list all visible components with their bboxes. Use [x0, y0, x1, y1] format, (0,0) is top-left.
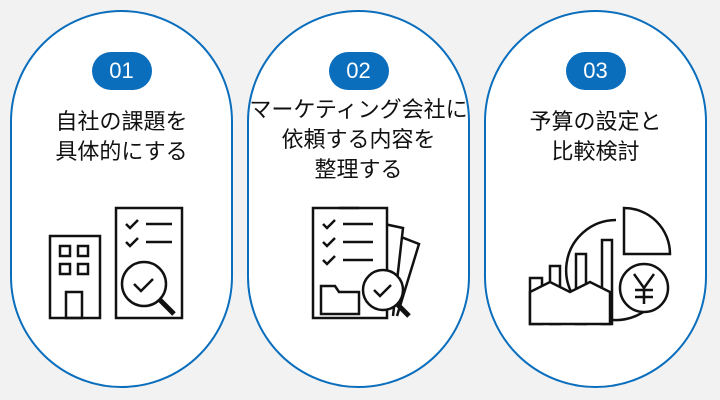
step-title: 予算の設定と 比較検討 — [486, 108, 705, 168]
step-number-badge: 03 — [565, 52, 626, 90]
title-line: マーケティング会社に — [249, 98, 468, 123]
step-number-badge: 01 — [91, 52, 152, 90]
title-line: 予算の設定と — [529, 110, 662, 135]
bar-pie-yen-chart-icon — [528, 206, 671, 326]
title-line: 自社の課題を — [55, 110, 188, 135]
step-card-3: 03 予算の設定と 比較検討 — [484, 10, 707, 388]
title-line: 比較検討 — [551, 140, 640, 165]
step-title: 自社の課題を 具体的にする — [12, 108, 231, 168]
step-number-badge: 02 — [328, 52, 389, 90]
step-card-2: 02 マーケティング会社に 依頼する内容を 整理する — [247, 10, 470, 388]
building-checklist-magnifier-icon — [48, 206, 183, 320]
step-title: マーケティング会社に 依頼する内容を 整理する — [249, 96, 468, 186]
step-card-1: 01 自社の課題を 具体的にする — [10, 10, 233, 388]
title-line: 具体的にする — [55, 140, 188, 165]
title-line: 整理する — [314, 158, 403, 183]
documents-checklist-icon — [311, 206, 421, 320]
title-line: 依頼する内容を — [281, 128, 436, 153]
